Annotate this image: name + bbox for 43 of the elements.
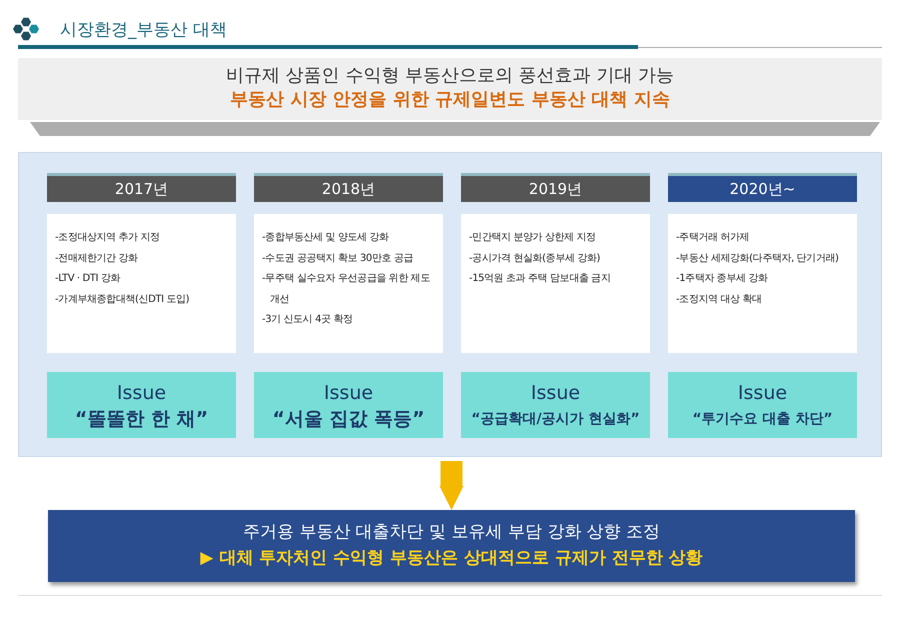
issue-label: Issue	[322, 381, 374, 406]
policy-card	[47, 214, 236, 353]
issue-card	[47, 372, 236, 438]
list-item: -민간택지 분양가 상한제 지정	[469, 231, 597, 245]
issue-card	[668, 372, 857, 438]
issue-label: Issue	[736, 381, 788, 406]
list-item: -1주택자 종부세 강화	[676, 272, 769, 286]
list-item: -전매제한기간 강화	[55, 252, 139, 266]
list-item: -조정지역 대상 확대	[676, 292, 763, 306]
year-header: 2019년	[461, 173, 650, 202]
list-item: -조정대상지역 추가 지정	[55, 231, 161, 245]
emphasis-text: ▶ 대체 투자처인 수익형 부동산은 상대적으로 규제가 전무한 상황	[199, 547, 704, 570]
year-header: 2018년	[254, 173, 443, 202]
conclusion-text: 주거용 부동산 대출차단 및 보유세 부담 강화 상향 조정	[242, 521, 662, 544]
emphasis-text: 부동산 시장 안정을 위한 규제일변도 부동산 대책 지속	[229, 88, 671, 112]
issue-card	[254, 372, 443, 438]
list-item: -LTV · DTI 강화	[55, 272, 122, 286]
list-item: -종합부동산세 및 양도세 강화	[262, 231, 390, 245]
issue-label: Issue	[116, 381, 168, 406]
list-item: -수도권 공공택지 확보 30만호 공급	[262, 252, 414, 266]
headline-text: 비규제 상품인 수익형 부동산으로의 풍선효과 기대 가능	[224, 64, 676, 88]
year-header: 2017년	[47, 173, 236, 202]
list-item: -주택거래 허가제	[676, 231, 750, 245]
year-header: 2020년~	[668, 173, 857, 202]
list-item: -무주택 실수요자 우선공급을 위한 제도 개선	[262, 272, 431, 306]
list-item: -3기 신도시 4곳 확정	[262, 313, 354, 327]
list-item: -가계부채종합대책(신DTI 도입)	[55, 292, 190, 306]
issue-label: Issue	[530, 381, 582, 406]
issue-card	[461, 372, 650, 438]
issue-text: “공급확대/공시가 현실화”	[470, 410, 641, 429]
policy-card	[461, 214, 650, 353]
list-item: -공시가격 현실화(종부세 강화)	[469, 252, 601, 266]
list-item: -15억원 초과 주택 담보대출 금지	[469, 272, 612, 286]
timeline-panel	[18, 152, 882, 457]
down-arrow	[440, 461, 464, 510]
policy-card	[668, 214, 857, 353]
issue-text: “서울 집값 폭등”	[271, 407, 426, 432]
issue-text: “똘똘한 한 채”	[74, 407, 210, 432]
issue-text: “투기수요 대출 차단”	[691, 410, 834, 429]
list-item: -부동산 세제강화(다주택자, 단기거래)	[676, 252, 840, 266]
policy-card	[254, 214, 443, 353]
conclusion-box	[48, 510, 855, 582]
page-title: 시장환경_부동산 대책	[60, 19, 227, 41]
